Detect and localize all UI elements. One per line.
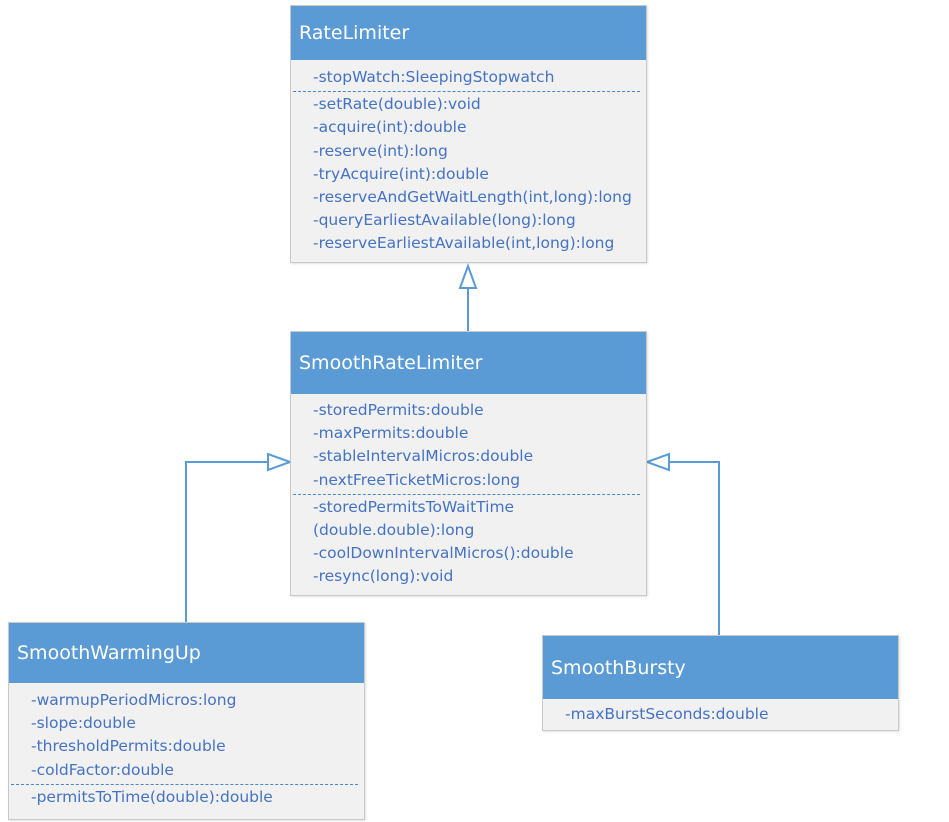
- attribute: -coldFactor:double: [31, 760, 174, 779]
- method: -tryAcquire(int):double: [313, 164, 489, 183]
- methods-section: -permitsToTime(double):double: [9, 785, 364, 809]
- attributes-section: -maxBurstSeconds:double: [543, 699, 898, 726]
- section-divider: [11, 783, 358, 785]
- section-divider: [293, 91, 640, 93]
- method: -acquire(int):double: [313, 118, 467, 137]
- attribute: -stopWatch:SleepingStopwatch: [313, 68, 555, 86]
- section-divider: [293, 493, 640, 495]
- attribute: -nextFreeTicketMicros:long: [313, 470, 521, 489]
- class-name: SmoothBursty: [543, 636, 898, 699]
- method: -resync(long):void: [313, 567, 454, 586]
- attribute: -maxPermits:double: [313, 424, 469, 443]
- generalization-arrowhead-icon: [267, 452, 293, 472]
- methods-section: -setRate(double):void -acquire(int):doub…: [291, 92, 646, 255]
- generalization-arrowhead-icon: [458, 263, 478, 289]
- attribute: -stableIntervalMicros:double: [313, 447, 534, 466]
- class-name: RateLimiter: [291, 6, 646, 60]
- attribute: -maxBurstSeconds:double: [565, 705, 769, 723]
- class-ratelimiter[interactable]: RateLimiter -stopWatch:SleepingStopwatch…: [290, 5, 647, 263]
- method: -reserveEarliestAvailable(int,long):long: [313, 234, 615, 253]
- connector-smoothwarmingup-to-smoothratelimiter: [185, 461, 268, 622]
- class-smoothbursty[interactable]: SmoothBursty -maxBurstSeconds:double: [542, 635, 899, 731]
- method: -reserve(int):long: [313, 141, 448, 160]
- method: -queryEarliestAvailable(long):long: [313, 211, 576, 230]
- method: -storedPermitsToWaitTime: [313, 497, 515, 516]
- attribute: -warmupPeriodMicros:long: [31, 691, 237, 709]
- class-smoothwarmingup[interactable]: SmoothWarmingUp -warmupPeriodMicros:long…: [8, 622, 365, 820]
- class-smoothratelimiter[interactable]: SmoothRateLimiter -storedPermits:double …: [290, 331, 647, 596]
- attributes-section: -warmupPeriodMicros:long -slope:double -…: [9, 683, 364, 782]
- method: (double.double):long: [313, 521, 475, 540]
- attributes-section: -stopWatch:SleepingStopwatch: [291, 60, 646, 89]
- generalization-arrowhead-icon: [644, 452, 670, 472]
- connector-smoothbursty-to-smoothratelimiter: [669, 461, 720, 635]
- method: -permitsToTime(double):double: [31, 787, 273, 806]
- attribute: -slope:double: [31, 714, 136, 733]
- attributes-section: -storedPermits:double -maxPermits:double…: [291, 394, 646, 492]
- class-name: SmoothWarmingUp: [9, 623, 364, 683]
- class-name: SmoothRateLimiter: [291, 332, 646, 394]
- methods-section: -storedPermitsToWaitTime (double.double)…: [291, 495, 646, 589]
- method: -reserveAndGetWaitLength(int,long):long: [313, 188, 632, 207]
- method: -coolDownIntervalMicros():double: [313, 544, 574, 563]
- attribute: -storedPermits:double: [313, 401, 484, 419]
- method: -setRate(double):void: [313, 95, 481, 114]
- attribute: -thresholdPermits:double: [31, 737, 226, 756]
